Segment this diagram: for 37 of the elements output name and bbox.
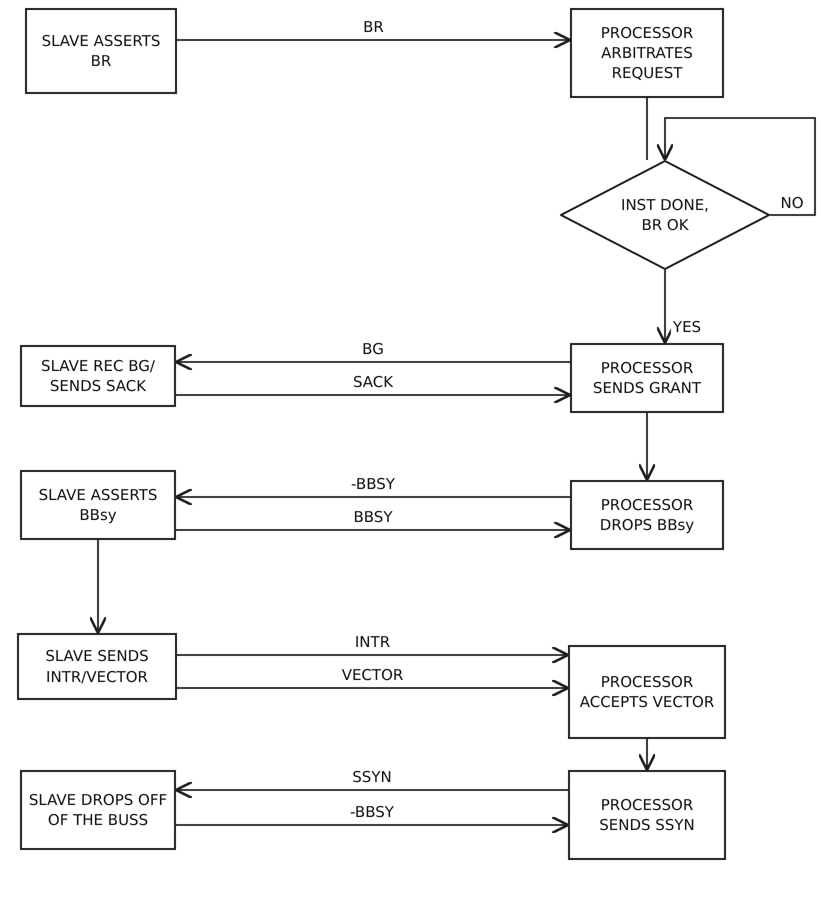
node-text: PROCESSOR DROPS BBsy — [598, 494, 696, 536]
node-text: INST DONE, BR OK — [620, 194, 710, 236]
node-text: SLAVE SENDS INTR/VECTOR — [44, 646, 150, 688]
arrow — [176, 816, 570, 834]
process-box — [570, 480, 724, 550]
node-text: PROCESSOR SENDS SSYN — [598, 794, 696, 836]
arrow — [177, 678, 570, 698]
node-text: SLAVE REC BG/ SENDS SACK — [40, 356, 156, 397]
process-box — [568, 770, 726, 860]
arrow — [88, 540, 108, 634]
process-box — [20, 345, 176, 407]
arrow — [174, 352, 570, 372]
node-text: PROCESSOR SENDS GRANT — [592, 358, 702, 399]
arrow — [656, 117, 816, 216]
process-box — [25, 8, 177, 94]
arrow — [177, 30, 572, 50]
arrow — [174, 780, 568, 800]
process-box — [17, 633, 177, 700]
arrow — [177, 646, 570, 664]
connector-line — [646, 98, 648, 160]
node-text: SLAVE DROPS OFF OF THE BUSS — [28, 790, 168, 831]
process-box — [570, 8, 724, 98]
node-text: PROCESSOR ARBITRATES REQUEST — [600, 22, 694, 84]
arrow — [176, 520, 572, 540]
arrow — [638, 413, 656, 482]
edge-label: YES — [670, 318, 704, 336]
node-text: SLAVE ASSERTS BR — [40, 30, 162, 72]
process-box — [20, 770, 176, 850]
node-text: SLAVE ASSERTS BBsy — [38, 484, 158, 526]
arrow — [638, 739, 656, 772]
arrow — [174, 488, 570, 506]
process-box — [20, 470, 176, 540]
node-text: PROCESSOR ACCEPTS VECTOR — [578, 672, 716, 713]
arrow — [176, 386, 572, 404]
process-box — [568, 645, 726, 739]
decision-diamond — [560, 160, 770, 270]
process-box — [570, 343, 724, 413]
